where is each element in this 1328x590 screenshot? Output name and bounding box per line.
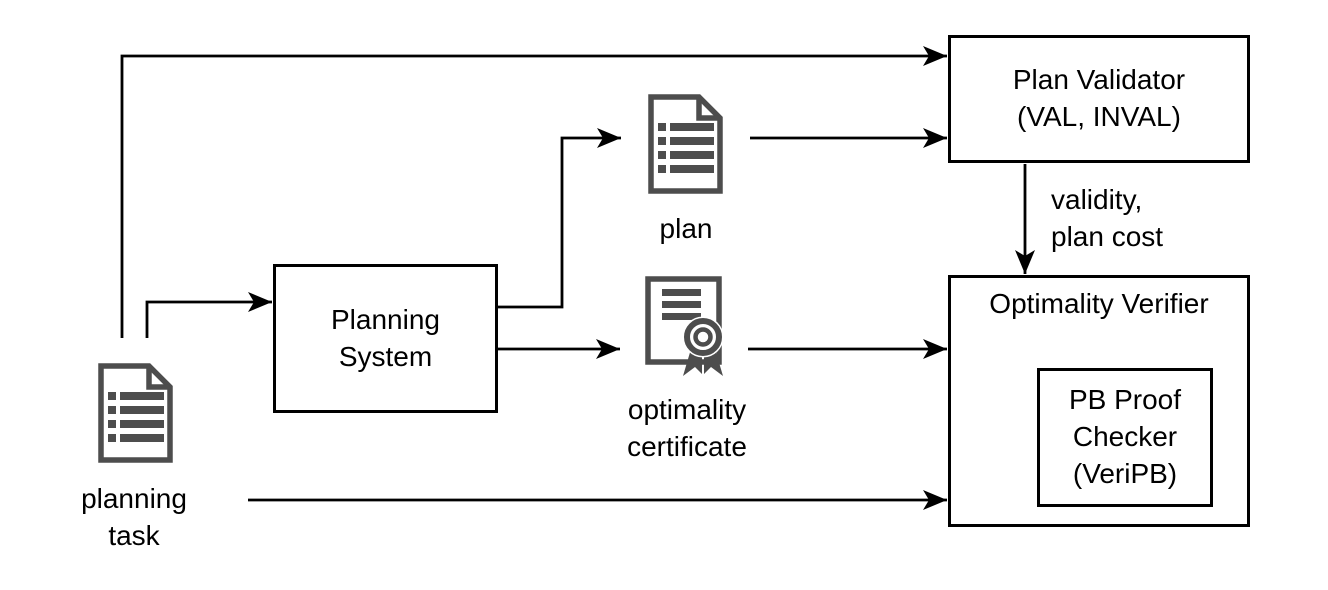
pb-proof-checker-box: PB Proof Checker (VeriPB) [1037,368,1213,507]
plan-label: plan [659,213,713,244]
pb-proof-checker-label: PB Proof Checker (VeriPB) [1068,384,1182,489]
certificate-icon [645,276,724,376]
optimality-certificate-label: optimality certificate [627,394,747,462]
planning-system-label: Planning System [331,303,440,372]
planning-task-label: planning task [81,483,187,551]
optimality-verifier-title: Optimality Verifier [989,288,1209,319]
planning-system-box: Planning System [273,264,498,413]
arrow-planning-task-to-plan-validator [120,46,947,338]
document-icon [648,94,723,194]
document-icon [98,363,173,463]
arrow-planning-task-to-planning-system [145,292,272,338]
plan-validator-box: Plan Validator (VAL, INVAL) [948,35,1250,163]
arrow-planning-system-to-plan [498,128,621,309]
validity-plan-cost-label: validity, plan cost [1051,184,1164,252]
plan-validator-label: Plan Validator (VAL, INVAL) [1012,64,1186,132]
